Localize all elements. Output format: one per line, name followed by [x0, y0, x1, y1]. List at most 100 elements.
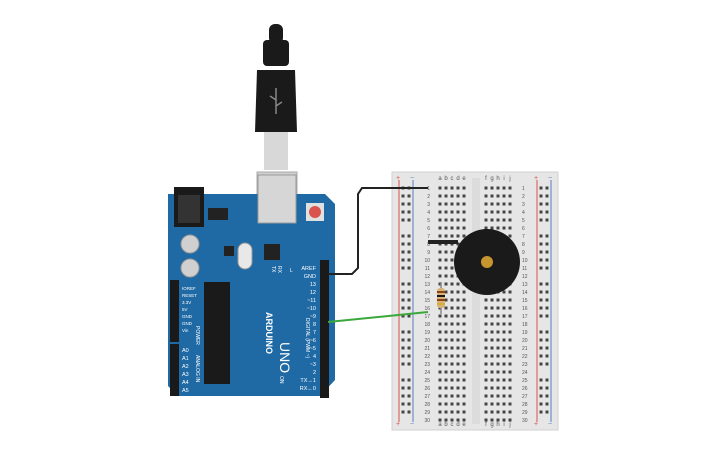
breadboard-hole[interactable]: [444, 354, 448, 358]
rail-hole[interactable]: [407, 250, 411, 254]
power-header[interactable]: [170, 280, 179, 342]
breadboard-hole[interactable]: [484, 386, 488, 390]
breadboard-hole[interactable]: [484, 298, 488, 302]
rail-hole[interactable]: [539, 202, 543, 206]
breadboard-hole[interactable]: [438, 418, 442, 422]
breadboard-hole[interactable]: [450, 418, 454, 422]
rail-hole[interactable]: [401, 194, 405, 198]
breadboard-hole[interactable]: [450, 298, 454, 302]
breadboard-hole[interactable]: [462, 218, 466, 222]
breadboard-hole[interactable]: [450, 346, 454, 350]
rail-hole[interactable]: [545, 394, 549, 398]
breadboard-hole[interactable]: [456, 362, 460, 366]
breadboard-hole[interactable]: [508, 226, 512, 230]
breadboard-hole[interactable]: [438, 330, 442, 334]
breadboard-hole[interactable]: [484, 338, 488, 342]
rail-hole[interactable]: [401, 346, 405, 350]
breadboard-hole[interactable]: [508, 298, 512, 302]
breadboard-hole[interactable]: [484, 306, 488, 310]
rail-hole[interactable]: [545, 362, 549, 366]
breadboard-hole[interactable]: [444, 282, 448, 286]
breadboard-hole[interactable]: [450, 338, 454, 342]
breadboard-hole[interactable]: [450, 194, 454, 198]
breadboard-hole[interactable]: [444, 274, 448, 278]
rail-hole[interactable]: [407, 202, 411, 206]
rail-hole[interactable]: [407, 378, 411, 382]
breadboard-hole[interactable]: [456, 346, 460, 350]
breadboard-hole[interactable]: [450, 218, 454, 222]
breadboard-hole[interactable]: [456, 210, 460, 214]
breadboard-hole[interactable]: [462, 418, 466, 422]
rail-hole[interactable]: [545, 330, 549, 334]
breadboard-hole[interactable]: [438, 346, 442, 350]
rail-hole[interactable]: [401, 234, 405, 238]
breadboard-hole[interactable]: [444, 194, 448, 198]
breadboard-hole[interactable]: [508, 322, 512, 326]
breadboard-hole[interactable]: [456, 386, 460, 390]
breadboard-hole[interactable]: [508, 202, 512, 206]
rail-hole[interactable]: [539, 330, 543, 334]
breadboard-hole[interactable]: [462, 362, 466, 366]
breadboard-hole[interactable]: [444, 418, 448, 422]
breadboard-hole[interactable]: [450, 306, 454, 310]
rail-hole[interactable]: [407, 194, 411, 198]
breadboard-hole[interactable]: [496, 346, 500, 350]
breadboard-hole[interactable]: [450, 282, 454, 286]
rail-hole[interactable]: [545, 290, 549, 294]
rail-hole[interactable]: [401, 386, 405, 390]
rail-hole[interactable]: [539, 354, 543, 358]
rail-hole[interactable]: [401, 290, 405, 294]
breadboard-hole[interactable]: [484, 210, 488, 214]
breadboard-hole[interactable]: [456, 226, 460, 230]
green-wire-pin8[interactable]: [327, 311, 429, 323]
breadboard-hole[interactable]: [508, 378, 512, 382]
breadboard-hole[interactable]: [462, 314, 466, 318]
rail-hole[interactable]: [401, 250, 405, 254]
breadboard-hole[interactable]: [496, 194, 500, 198]
breadboard-hole[interactable]: [444, 218, 448, 222]
rail-hole[interactable]: [401, 338, 405, 342]
breadboard-hole[interactable]: [490, 418, 494, 422]
rail-hole[interactable]: [401, 378, 405, 382]
breadboard-hole[interactable]: [456, 394, 460, 398]
rail-hole[interactable]: [539, 250, 543, 254]
breadboard-hole[interactable]: [444, 402, 448, 406]
rail-hole[interactable]: [545, 234, 549, 238]
breadboard-hole[interactable]: [502, 210, 506, 214]
rail-hole[interactable]: [407, 266, 411, 270]
rail-hole[interactable]: [545, 242, 549, 246]
breadboard-hole[interactable]: [502, 314, 506, 318]
rail-hole[interactable]: [545, 354, 549, 358]
breadboard-hole[interactable]: [508, 194, 512, 198]
breadboard-hole[interactable]: [508, 410, 512, 414]
rail-hole[interactable]: [539, 218, 543, 222]
breadboard-hole[interactable]: [502, 410, 506, 414]
rail-hole[interactable]: [401, 354, 405, 358]
breadboard-hole[interactable]: [438, 370, 442, 374]
breadboard-hole[interactable]: [450, 266, 454, 270]
rail-hole[interactable]: [539, 290, 543, 294]
breadboard-hole[interactable]: [496, 322, 500, 326]
rail-hole[interactable]: [407, 306, 411, 310]
breadboard-hole[interactable]: [444, 394, 448, 398]
rail-hole[interactable]: [407, 338, 411, 342]
rail-hole[interactable]: [401, 362, 405, 366]
breadboard-hole[interactable]: [484, 346, 488, 350]
breadboard-hole[interactable]: [438, 218, 442, 222]
breadboard-hole[interactable]: [502, 386, 506, 390]
breadboard-hole[interactable]: [438, 338, 442, 342]
analog-header[interactable]: [170, 344, 179, 396]
breadboard-hole[interactable]: [502, 362, 506, 366]
breadboard-hole[interactable]: [484, 226, 488, 230]
breadboard-hole[interactable]: [450, 250, 454, 254]
breadboard-hole[interactable]: [456, 338, 460, 342]
breadboard-hole[interactable]: [484, 194, 488, 198]
breadboard-hole[interactable]: [450, 210, 454, 214]
breadboard-hole[interactable]: [444, 266, 448, 270]
breadboard-hole[interactable]: [450, 226, 454, 230]
breadboard-hole[interactable]: [502, 186, 506, 190]
breadboard-hole[interactable]: [490, 186, 494, 190]
breadboard-hole[interactable]: [508, 306, 512, 310]
